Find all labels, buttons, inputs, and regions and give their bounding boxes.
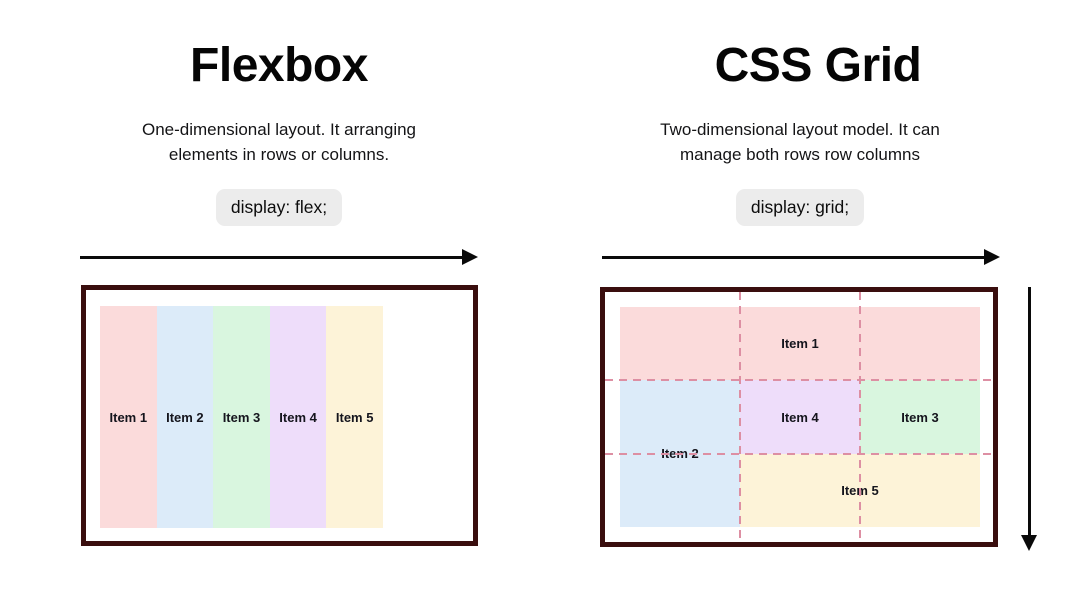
grid-item-2-label: Item 2 [661, 446, 699, 462]
flex-item-5: Item 5 [326, 306, 383, 528]
grid-description-line-1: Two-dimensional layout model. It can [660, 120, 940, 139]
flex-item-4: Item 4 [269, 306, 327, 528]
right-arrow-icon [462, 249, 478, 265]
grid-code-chip-row: display: grid; [520, 189, 1080, 226]
flexbox-demo-box: Item 1 Item 2 Item 3 Item 4 Item 5 [81, 285, 478, 546]
grid-item-1-label: Item 1 [781, 336, 819, 352]
grid-row-axis-arrow [1028, 287, 1031, 535]
right-arrow-icon [984, 249, 1000, 265]
grid-item-3-label: Item 3 [901, 409, 939, 425]
flex-item-5-label: Item 5 [335, 409, 374, 425]
flexbox-title: Flexbox [190, 39, 368, 92]
grid-item-4: Item 4 [740, 380, 860, 454]
flex-item-2-label: Item 2 [166, 409, 204, 425]
flexbox-description-line-2: elements in rows or columns. [168, 145, 390, 164]
down-arrow-icon [1021, 535, 1037, 551]
flex-items-row: Item 1 Item 2 Item 3 Item 4 Item 5 [100, 306, 383, 528]
flexbox-code-chip-row: display: flex; [0, 189, 558, 226]
grid-item-1: Item 1 [620, 307, 980, 381]
grid-item-5-label: Item 5 [841, 482, 879, 498]
flex-item-2: Item 2 [156, 306, 214, 528]
grid-code-snippet: display: grid; [735, 189, 865, 226]
flex-item-1-label: Item 1 [109, 409, 148, 425]
flexbox-description-line-1: One-dimensional layout. It arranging [141, 120, 417, 139]
grid-column-axis-arrow [602, 256, 984, 259]
grid-item-5: Item 5 [740, 453, 980, 527]
flex-item-3-label: Item 3 [222, 409, 261, 425]
grid-item-4-label: Item 4 [781, 409, 819, 425]
grid-description-line-2: manage both rows row columns [679, 145, 920, 164]
grid-item-3: Item 3 [860, 380, 980, 454]
flex-item-1: Item 1 [100, 306, 157, 528]
grid-demo-box: Item 1 Item 2 Item 4 Item 3 Item 5 [600, 287, 998, 547]
flexbox-description: One-dimensional layout. It arranging ele… [0, 117, 558, 167]
flex-item-3: Item 3 [213, 306, 270, 528]
flex-main-axis-arrow [80, 256, 462, 259]
flexbox-code-snippet: display: flex; [215, 189, 343, 226]
flex-item-4-label: Item 4 [279, 409, 317, 425]
grid-item-2: Item 2 [620, 380, 740, 527]
grid-title: CSS Grid [714, 39, 922, 92]
grid-description: Two-dimensional layout model. It can man… [520, 117, 1080, 167]
